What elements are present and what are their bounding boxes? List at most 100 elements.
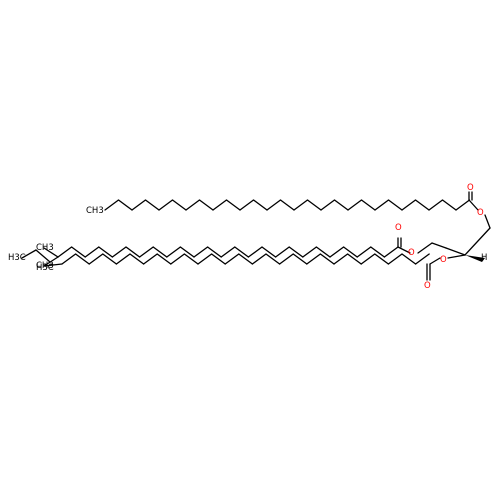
mid-chain-bond — [302, 246, 318, 258]
label-oxygen-carbonyl-top: O — [467, 183, 474, 193]
low-branch-bond — [21, 249, 37, 259]
mid-branch-bond — [43, 256, 59, 267]
top-chain-bond — [117, 199, 133, 211]
mid-chain-bond — [193, 246, 209, 258]
low-chain-bond — [387, 253, 403, 265]
top-chain-bond — [225, 199, 241, 211]
top-chain-bond — [293, 199, 309, 211]
bond-lines — [21, 191, 491, 281]
low-chain-bond — [278, 253, 294, 265]
low-chain-bond — [360, 253, 376, 265]
low-ester-link — [447, 254, 466, 259]
mid-chain-bond — [356, 246, 372, 258]
mid-chain-bond — [370, 246, 386, 258]
low-chain-bond — [238, 253, 254, 265]
mid-branch-bond — [43, 247, 59, 258]
mid-chain-bond — [84, 246, 100, 258]
label-oxygen-carbonyl-low: O — [424, 281, 431, 291]
top-chain-bond — [158, 199, 174, 211]
label-low-methyl-2: CH3 — [36, 261, 54, 271]
low-chain-bond — [333, 253, 349, 265]
top-chain-bond — [333, 199, 349, 211]
mid-chain-bond — [342, 246, 358, 258]
low-chain-bond — [414, 253, 430, 265]
top-chain-bond — [198, 199, 214, 211]
low-chain-bond — [401, 253, 417, 265]
mid-chain-bond — [179, 246, 195, 258]
top-chain-bond — [455, 199, 471, 211]
mid-chain-bond — [57, 246, 73, 258]
top-chain-bond — [104, 199, 120, 211]
mid-chain-bond — [329, 246, 345, 258]
top-chain-bond — [279, 199, 295, 211]
label-oxygen-ester-top: O — [477, 208, 484, 218]
low-branch-bond — [35, 249, 51, 263]
mid-chain-bond — [138, 246, 154, 258]
top-chain-bond — [320, 199, 336, 211]
mid-chain-bond — [70, 246, 86, 258]
label-oxygen-carbonyl-mid: O — [395, 223, 402, 233]
low-chain-bond — [319, 253, 335, 265]
low-chain-bond — [74, 253, 90, 265]
top-chain-bond — [131, 199, 147, 211]
low-chain-bond — [156, 253, 172, 265]
top-ester-link — [484, 214, 491, 229]
top-chain-bond — [252, 199, 268, 211]
mid-chain-bond — [315, 246, 331, 258]
mid-ester-link — [417, 242, 433, 254]
top-chain-bond — [401, 199, 417, 211]
glycerol-bond — [445, 247, 466, 256]
low-chain-bond — [251, 253, 267, 265]
low-chain-bond — [346, 253, 362, 265]
mid-chain-bond — [152, 246, 168, 258]
mid-chain-bond — [383, 246, 399, 258]
low-chain-bond — [210, 253, 226, 265]
low-chain-bond — [102, 253, 118, 265]
top-chain-bond — [360, 199, 376, 211]
label-mid-methyl-2: H3C — [36, 263, 54, 273]
mid-chain-bond — [247, 246, 263, 258]
top-chain-bond — [306, 199, 322, 211]
low-chain-bond — [129, 253, 145, 265]
mid-chain-bond — [288, 246, 304, 258]
top-chain-bond — [266, 199, 282, 211]
top-chain-bond — [185, 199, 201, 211]
low-chain-bond — [292, 253, 308, 265]
label-low-methyl-1: H3C — [8, 253, 26, 263]
low-branch-bond — [43, 263, 63, 267]
top-chain-bond — [428, 199, 444, 211]
label-top-methyl: CH3 — [86, 206, 104, 216]
low-chain-bond — [61, 253, 77, 265]
mid-chain-bond — [220, 246, 236, 258]
top-chain-bond — [239, 199, 255, 211]
low-chain-bond — [265, 253, 281, 265]
top-chain-bond — [171, 199, 187, 211]
top-chain-bond — [414, 199, 430, 211]
low-chain-bond — [88, 253, 104, 265]
low-chain-bond — [115, 253, 131, 265]
label-mid-methyl: CH3 — [36, 243, 54, 253]
label-oxygen-ester-mid: O — [408, 248, 415, 258]
top-chain-bond — [374, 199, 390, 211]
low-ester-bond — [429, 257, 441, 265]
glycerol-bond — [464, 227, 491, 256]
low-chain-bond — [142, 253, 158, 265]
low-chain-bond — [306, 253, 322, 265]
top-chain-bond — [212, 199, 228, 211]
low-chain-bond — [197, 253, 213, 265]
top-chain-bond — [387, 199, 403, 211]
mid-chain-bond — [206, 246, 222, 258]
mid-chain-bond — [166, 246, 182, 258]
label-stereo-hydrogen: H — [481, 253, 487, 263]
low-chain-bond — [183, 253, 199, 265]
low-chain-bond — [170, 253, 186, 265]
top-chain-bond — [144, 199, 160, 211]
mid-chain-bond — [98, 246, 114, 258]
mid-chain-bond — [261, 246, 277, 258]
glycerol-bond — [431, 242, 447, 249]
stereo-wedge-bond — [465, 255, 485, 262]
mid-ester-bond — [397, 246, 411, 254]
top-chain-bond — [441, 199, 457, 211]
mid-chain-bond — [234, 246, 250, 258]
